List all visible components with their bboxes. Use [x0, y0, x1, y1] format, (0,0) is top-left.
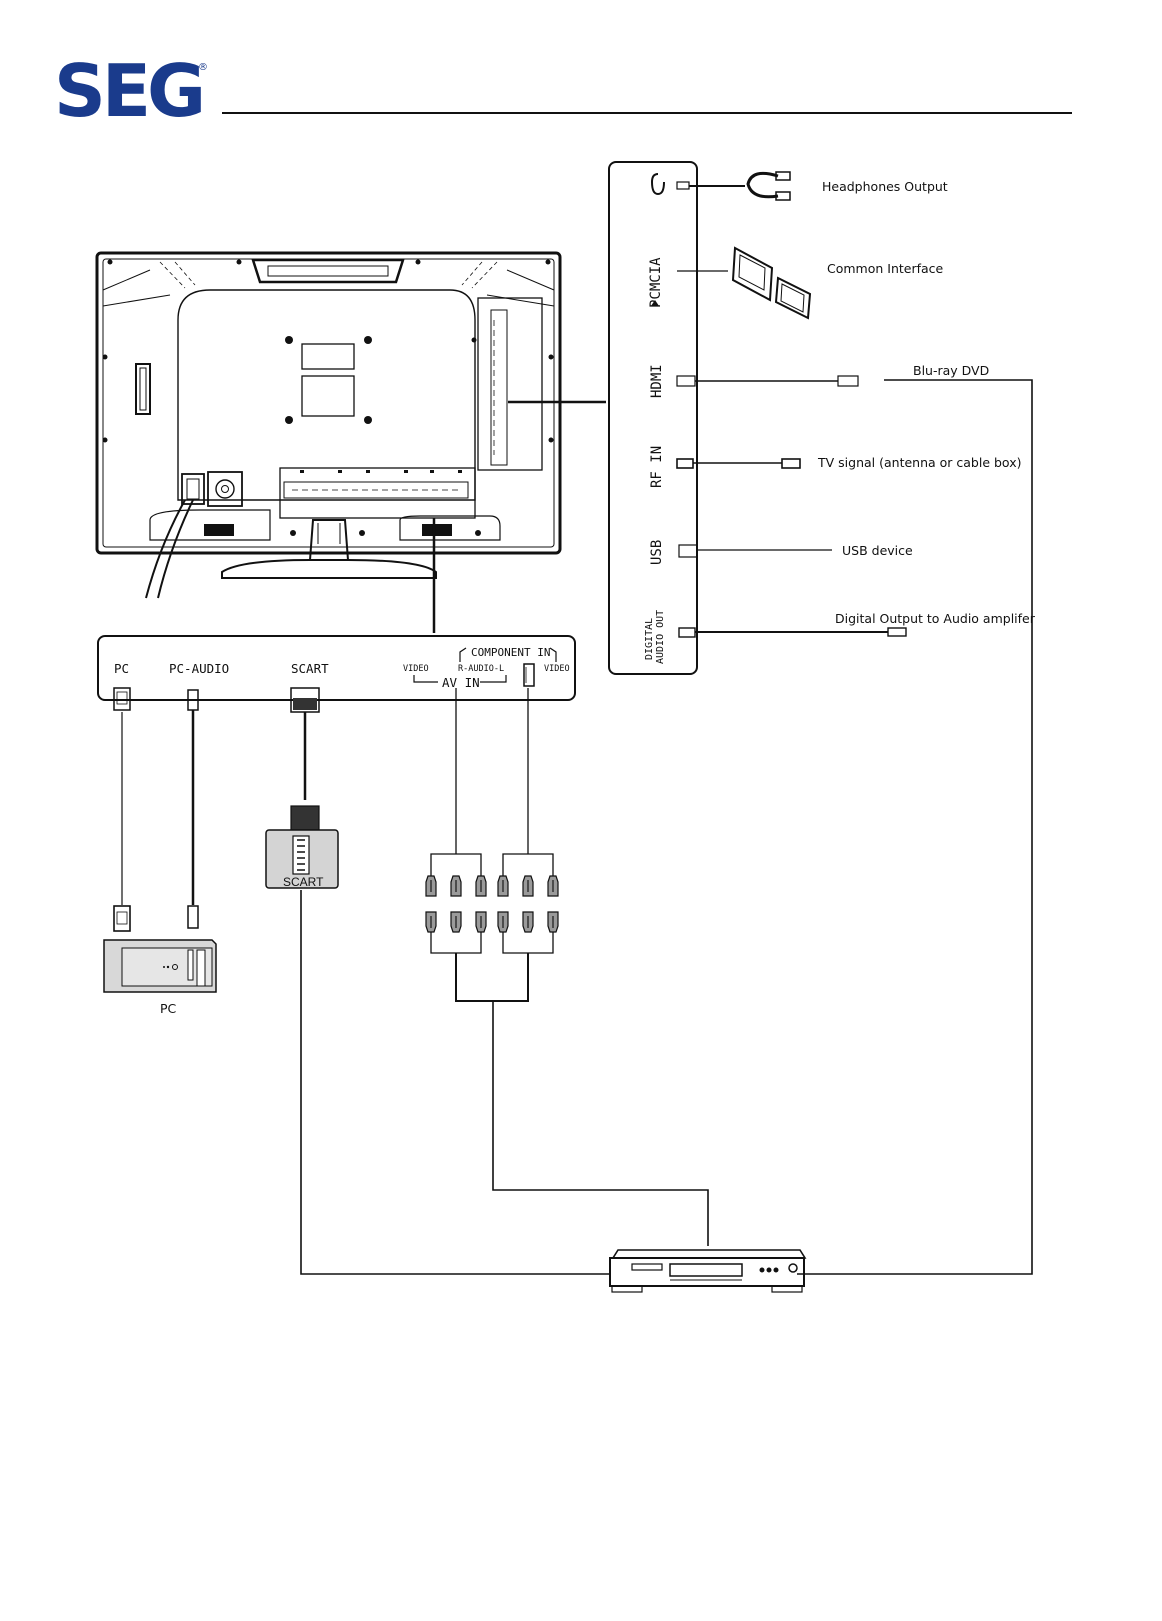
label-pc: PC	[114, 661, 129, 676]
label-av-in: AV IN	[442, 675, 480, 690]
port-label-audio-out: AUDIO OUT	[655, 610, 666, 664]
rca-plug	[498, 876, 508, 896]
port-label-rf-in: RF IN	[649, 446, 665, 488]
pc-tower-icon	[104, 940, 216, 992]
usb-connection	[679, 545, 832, 557]
label-pc-audio: PC-AUDIO	[169, 661, 229, 676]
rca-plug	[426, 876, 436, 896]
rca-cables	[431, 688, 708, 1246]
rca-plug	[523, 912, 533, 932]
pc-vga-cable	[114, 710, 198, 931]
side-panel	[609, 162, 697, 674]
registered-mark: ®	[198, 62, 208, 73]
label-scart-box: SCART	[283, 875, 324, 889]
tv-back-view	[97, 253, 560, 598]
rca-plug	[548, 912, 558, 932]
rca-plug	[498, 912, 508, 932]
scart-cable	[291, 712, 319, 830]
label-usb-device: USB device	[842, 543, 913, 558]
rca-plug	[451, 876, 461, 896]
rca-plug	[476, 876, 486, 896]
label-digital-output: Digital Output to Audio amplifer	[835, 611, 1036, 626]
headphone-jack-icon	[652, 174, 664, 194]
scart-to-dvd-line	[301, 890, 610, 1274]
port-label-pcmcia: PCMCIA	[648, 257, 664, 308]
dvd-player-icon	[610, 1250, 805, 1292]
label-av-audio: R-AUDIO-L	[458, 664, 504, 674]
rca-plug	[523, 876, 533, 896]
label-pc-device: PC	[160, 1001, 177, 1016]
headphones-icon	[748, 173, 778, 196]
rca-plug	[476, 912, 486, 932]
rca-plug-icon	[426, 876, 558, 932]
brand-logo: SEG ®	[54, 49, 208, 133]
label-tv-signal: TV signal (antenna or cable box)	[817, 455, 1021, 470]
label-scart: SCART	[291, 661, 329, 676]
port-label-usb: USB	[649, 540, 665, 565]
digital-out-connection	[679, 628, 906, 637]
label-bluray-dvd: Blu-ray DVD	[913, 363, 989, 378]
port-label-hdmi: HDMI	[649, 364, 665, 398]
rf-connection	[677, 459, 800, 468]
label-av-video: VIDEO	[403, 664, 429, 674]
rca-plug	[548, 876, 558, 896]
label-headphones-output: Headphones Output	[822, 179, 948, 194]
rca-plug	[426, 912, 436, 932]
label-common-interface: Common Interface	[827, 261, 944, 276]
label-component-in: COMPONENT IN	[471, 646, 550, 659]
label-component-video: VIDEO	[544, 664, 570, 674]
port-label-digital: DIGITAL	[644, 618, 655, 660]
headphones-connection	[677, 172, 790, 200]
rca-plug	[451, 912, 461, 932]
hdmi-connection	[677, 376, 1032, 1274]
brand-logo-text: SEG	[54, 49, 202, 133]
